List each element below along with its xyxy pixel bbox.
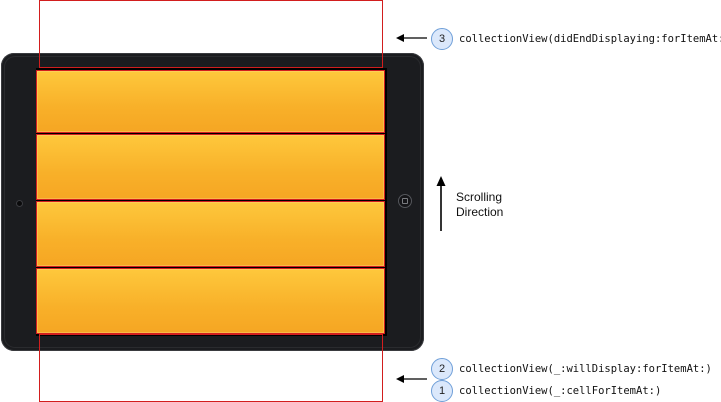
camera-icon (17, 201, 22, 206)
scroll-direction-label: Scrolling Direction (456, 190, 503, 220)
method-will-display: collectionView(_:willDisplay:forItemAt:) (459, 363, 712, 375)
home-button-icon (398, 194, 412, 208)
arrow-left-icon (396, 375, 427, 383)
arrow-up-icon (436, 176, 446, 231)
arrow-left-icon (396, 34, 427, 42)
collection-cell (36, 134, 385, 200)
step-badge-1: 1 (431, 380, 453, 402)
scroll-direction-line2: Direction (456, 205, 504, 219)
collection-cell (36, 201, 385, 267)
scroll-direction-line1: Scrolling (456, 190, 503, 204)
method-cell-for-item: collectionView(_:cellForItemAt:) (459, 385, 662, 397)
step-badge-2: 2 (431, 358, 453, 380)
collection-cell (36, 268, 385, 334)
method-did-end-displaying: collectionView(didEndDisplaying:forItemA… (459, 33, 721, 45)
offscreen-cell-top-frame (39, 0, 383, 68)
collection-cell (36, 70, 385, 133)
step-badge-3: 3 (431, 28, 453, 50)
